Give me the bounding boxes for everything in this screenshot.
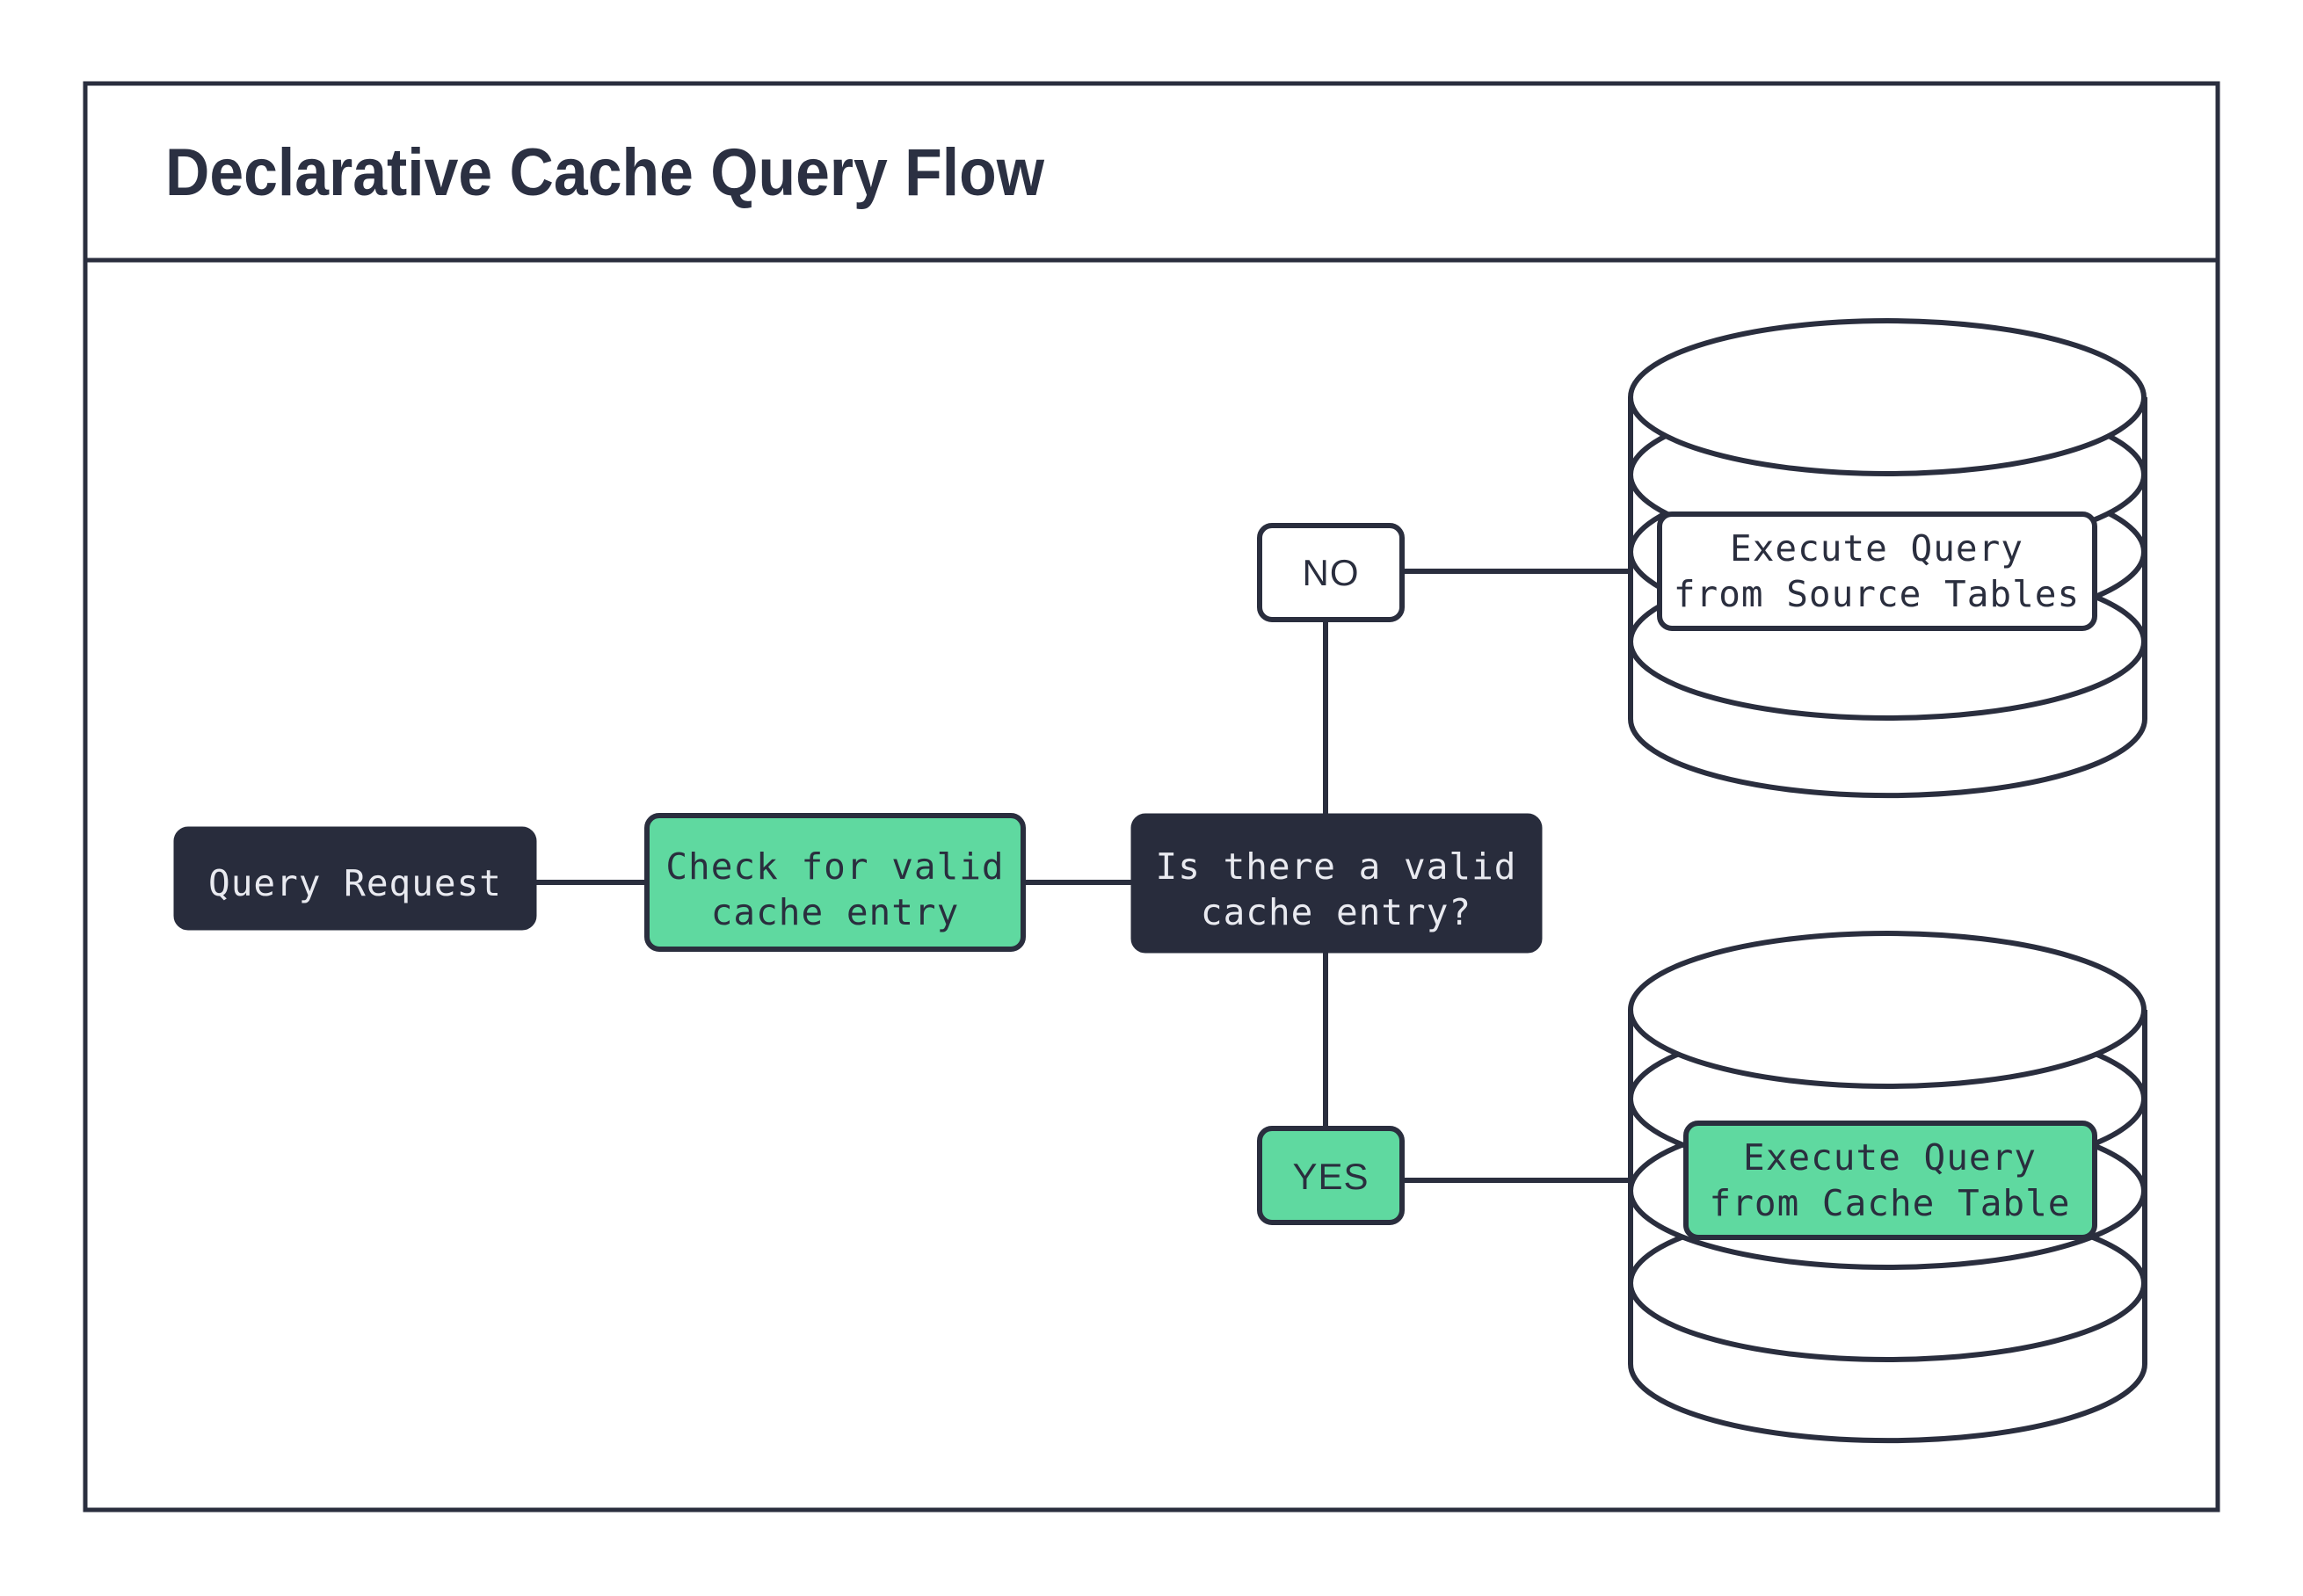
source-db-label-line1: Execute Query	[1730, 527, 2023, 569]
cache-db-label-box: Execute Query from Cache Table	[1683, 1121, 2097, 1240]
branch-label-no[interactable]: NO	[1257, 523, 1405, 622]
branch-label-yes-text: YES	[1292, 1156, 1369, 1197]
diagram-frame	[83, 81, 2220, 1513]
node-decision-line1: Is there a valid	[1156, 845, 1517, 888]
cache-db-label-line2: from Cache Table	[1710, 1182, 2071, 1224]
node-query-request-label: Query Request	[208, 862, 502, 904]
node-check-cache-entry-line1: Check for valid	[665, 845, 1004, 888]
node-query-request[interactable]: Query Request	[173, 826, 537, 931]
node-check-cache-entry-line2: cache entry	[711, 891, 960, 933]
branch-label-no-text: NO	[1303, 552, 1360, 593]
source-db-label-box: Execute Query from Source Tables	[1657, 511, 2097, 631]
page-title: Declarative Cache Query Flow	[165, 135, 1045, 210]
source-db-label-line2: from Source Tables	[1674, 573, 2080, 615]
node-check-cache-entry[interactable]: Check for valid cache entry	[644, 813, 1026, 952]
node-decision-valid-cache[interactable]: Is there a valid cache entry?	[1130, 813, 1543, 954]
cache-db-label-line1: Execute Query	[1743, 1136, 2037, 1179]
node-decision-line2: cache entry?	[1201, 891, 1471, 933]
branch-label-yes[interactable]: YES	[1257, 1126, 1405, 1225]
